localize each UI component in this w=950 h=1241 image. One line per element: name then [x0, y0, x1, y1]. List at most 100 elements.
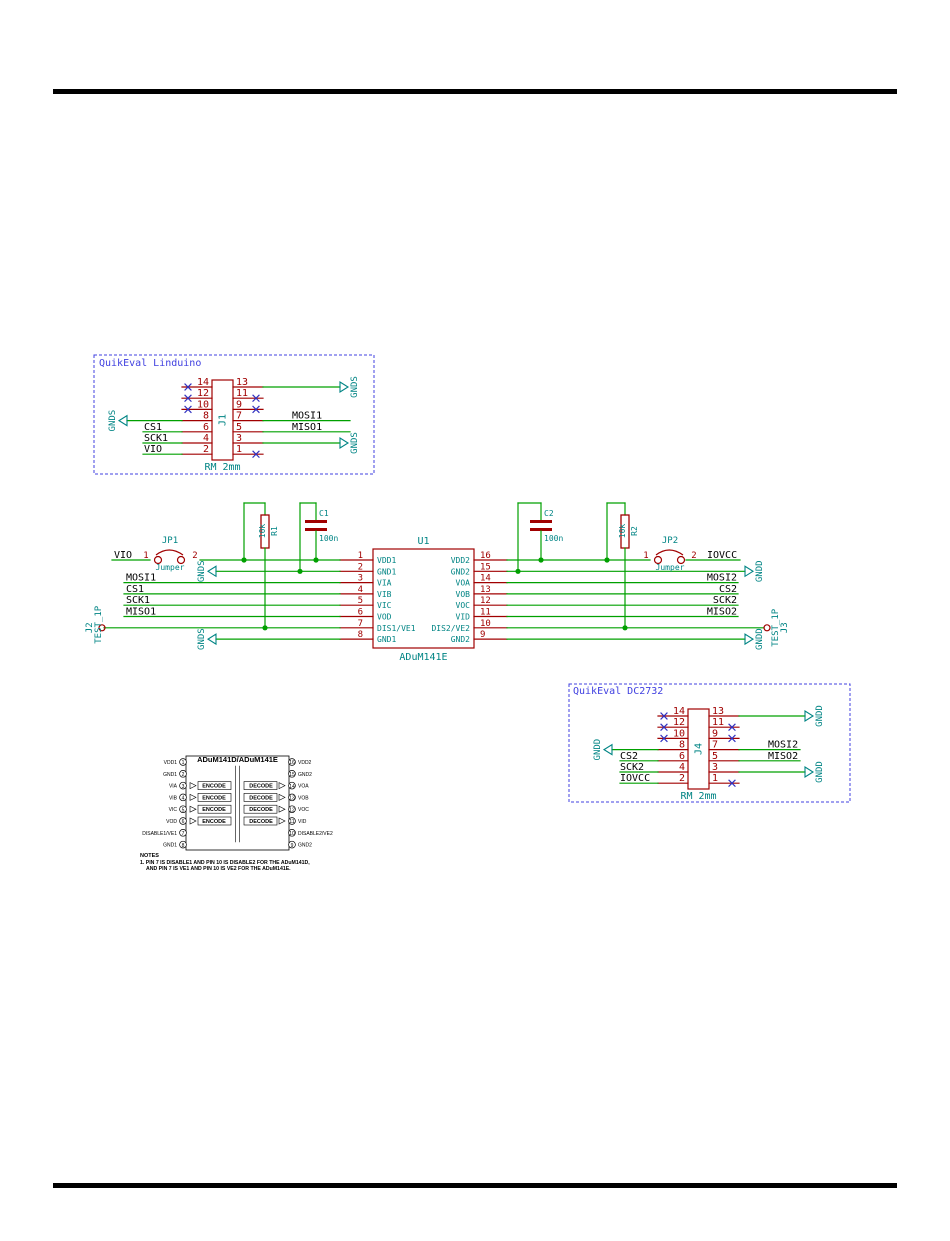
ground-label: GNDS	[197, 628, 207, 650]
no-connect-mark	[660, 723, 668, 732]
top-rule	[53, 89, 897, 94]
jumper-arc	[155, 549, 184, 556]
pinout-pin-number: 13	[289, 796, 295, 802]
no-connect-stroke	[184, 405, 192, 414]
connector-pin-number: 11	[712, 717, 724, 728]
pinout-pin-name: VIC	[169, 807, 178, 813]
pinout-pin-number: 8	[182, 843, 185, 849]
isolator-pin-number: 16	[480, 551, 491, 561]
pinout-pin-circle	[288, 829, 296, 837]
ground-triangle	[744, 633, 755, 646]
connector-pin-number: 7	[236, 411, 242, 422]
junction-dot	[538, 557, 544, 563]
connector-pin-number: 10	[673, 728, 685, 739]
isolator-pin-number: 1	[358, 551, 363, 561]
jumper-pin-number: 1	[643, 551, 648, 561]
pinout-pin-circle	[179, 805, 187, 813]
decode-block	[243, 816, 278, 826]
isolator-pin-name: VDD2	[451, 556, 470, 565]
pinout-pin-number: 1	[182, 760, 185, 766]
net-label: SCK1	[144, 433, 168, 444]
connector-pin-number: 11	[236, 388, 248, 399]
net-label: CS1	[144, 422, 162, 433]
pinout-pin-name: VIA	[169, 784, 178, 790]
capacitor-plate	[530, 528, 552, 531]
pinout-pin-name: VDD1	[164, 760, 178, 766]
pinout-pin-circle	[288, 793, 296, 802]
isolator-pin-number: 10	[480, 619, 491, 629]
decode-block	[243, 781, 278, 790]
jumper-value: Jumper	[656, 563, 685, 572]
jumper-ref: JP1	[162, 536, 178, 546]
pinout-pin-number: 9	[291, 843, 294, 849]
isolator-pin-number: 7	[358, 619, 363, 629]
pinout-pin-circle	[179, 770, 187, 778]
ground-triangle	[804, 710, 815, 722]
no-connect-mark	[252, 450, 260, 459]
buffer-triangle	[189, 817, 197, 825]
jumper-ref: JP2	[662, 536, 678, 546]
ground-label: GNDD	[755, 560, 765, 582]
ground-symbol: GNDS	[197, 560, 217, 582]
buffer-triangle	[189, 782, 197, 790]
pinout-pin-name: VOB	[298, 795, 309, 801]
connector-pin-number: 6	[203, 422, 209, 433]
pinout-pin-number: 10	[289, 831, 295, 837]
isolator-pin-name: VIA	[377, 579, 392, 588]
net-label: MOSI1	[126, 573, 156, 584]
encode-block	[197, 781, 232, 790]
no-connect-stroke	[184, 383, 192, 391]
connector-ref: J4	[694, 743, 705, 755]
isolator-pin-number: 12	[480, 596, 491, 606]
ground-triangle	[602, 743, 613, 756]
connector-pin-number: 5	[236, 422, 242, 433]
net-label: MISO2	[768, 751, 798, 762]
pinout-pin-circle	[179, 817, 187, 825]
pinout-pin-name: VIB	[169, 795, 178, 801]
pinout-pin-circle	[179, 781, 187, 790]
pinout-pin-number: 11	[289, 819, 294, 825]
ground-symbol: GNDD	[744, 560, 765, 582]
connector-pin-number: 2	[203, 444, 209, 455]
pinout-pin-circle	[288, 758, 296, 766]
connector-footprint: RM 2mm	[204, 462, 240, 473]
no-connect-mark	[184, 383, 192, 391]
pinout-note: AND PIN 7 IS VE1 AND PIN 10 IS VE2 FOR T…	[146, 866, 291, 872]
resistor-value: 10k	[258, 524, 267, 539]
capacitor-plate	[305, 520, 327, 523]
buffer-triangle	[278, 817, 286, 825]
jumper-pad	[653, 555, 663, 565]
ground-symbol: GNDS	[108, 410, 128, 431]
test-point-j2	[98, 624, 106, 632]
jumper-pin-number: 2	[691, 551, 696, 561]
pinout-pin-circle	[179, 758, 187, 766]
pinout-pin-circle	[179, 793, 187, 802]
jumper-pad	[176, 555, 186, 565]
net-label: IOVCC	[707, 550, 737, 561]
net-label: MISO1	[126, 607, 156, 618]
ground-triangle	[206, 565, 217, 578]
isolator-pin-number: 15	[480, 562, 491, 572]
isolator-pin-number: 9	[480, 630, 485, 640]
net-label: MISO1	[292, 422, 322, 433]
junction-dot	[297, 568, 303, 574]
connector-ref: J1	[218, 414, 229, 426]
connector-pin-number: 8	[679, 740, 685, 751]
net-label: MOSI1	[292, 411, 322, 422]
isolator-pin-name: VIC	[377, 601, 392, 610]
no-connect-mark	[252, 405, 260, 414]
net-label: MISO2	[707, 607, 737, 618]
connector-footprint: RM 2mm	[680, 791, 716, 802]
pinout-pin-name: GND2	[298, 772, 312, 778]
isolator-pin-name: VIB	[377, 590, 392, 599]
isolator-pin-name: VDD1	[377, 556, 396, 565]
no-connect-stroke	[252, 405, 260, 414]
net-label: CS2	[719, 584, 737, 595]
isolator-pin-name: DIS1/VE1	[377, 624, 416, 633]
isolator-pin-name: VOB	[456, 590, 471, 599]
pinout-pin-number: 12	[289, 807, 295, 813]
net-label: MOSI2	[768, 740, 798, 751]
connector-pin-number: 13	[236, 377, 248, 388]
pinout-pin-circle	[288, 817, 296, 825]
